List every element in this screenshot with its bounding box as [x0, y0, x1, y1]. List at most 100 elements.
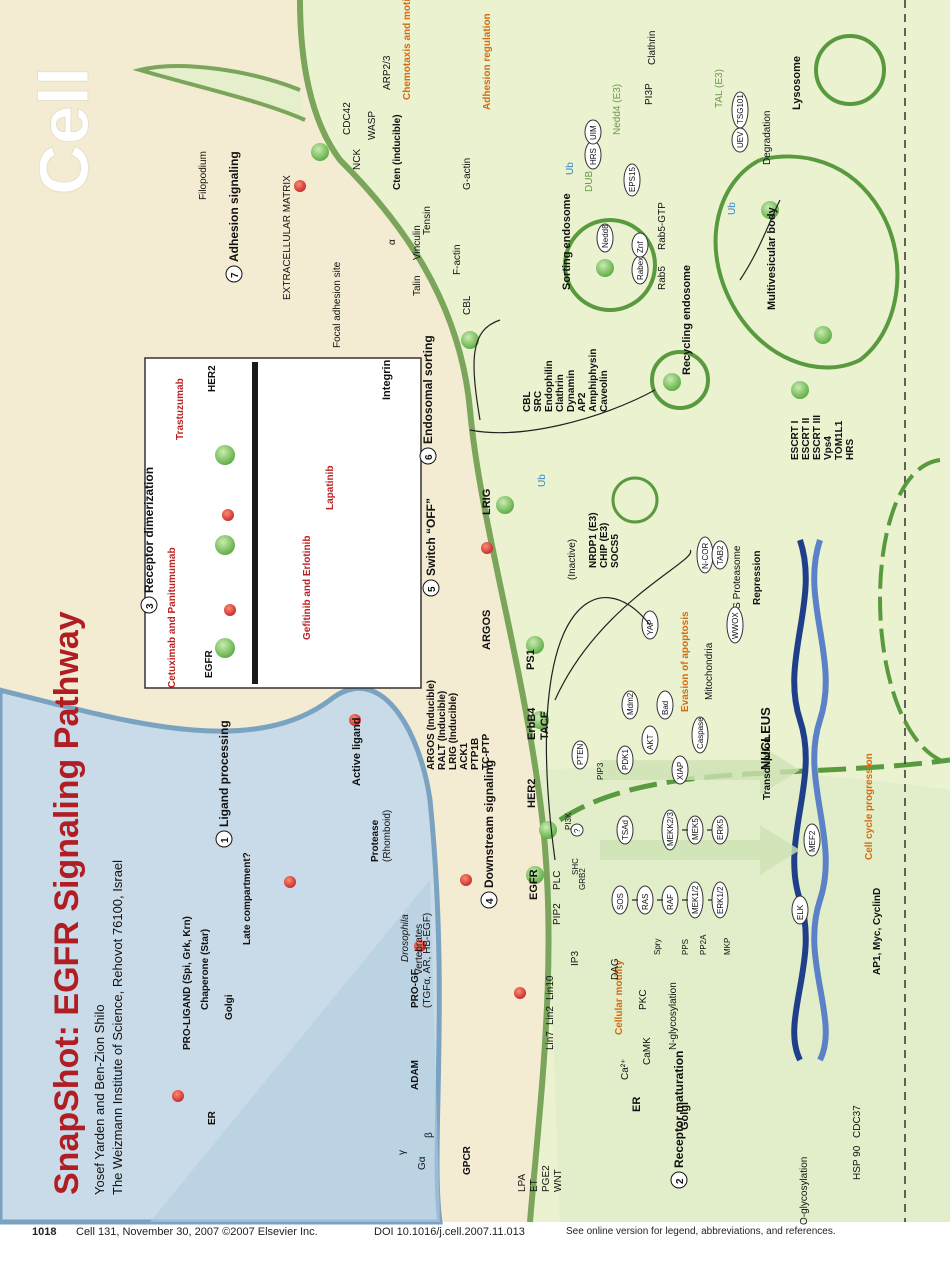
label-mitochondria: Mitochondria [704, 642, 715, 700]
svg-text:1: 1 [220, 837, 231, 843]
svg-text:Caveolin: Caveolin [599, 370, 610, 412]
label-pip2: PIP2 [552, 903, 563, 925]
svg-text:3: 3 [145, 603, 156, 609]
filopodium-shape [132, 64, 306, 122]
label-arp: ARP2/3 [382, 55, 393, 90]
node-tab2: TAB2 [716, 545, 725, 565]
label-vertebrates: Vertebrates [414, 924, 425, 975]
svg-text:5: 5 [427, 586, 438, 592]
dna-strand-b [811, 539, 829, 1062]
pathway-connectors [469, 199, 781, 901]
label-lapatinib: Lapatinib [325, 466, 336, 510]
label-repression: Repression [752, 551, 763, 605]
label-degradation: Degradation [762, 111, 773, 165]
plasma-membrane [297, 0, 552, 1223]
nucleus-envelope-right [878, 458, 941, 762]
journal-logo: Cell [25, 67, 103, 195]
label-inactive: (Inactive) [567, 539, 578, 580]
node-bad: Bad [661, 701, 670, 715]
svg-text:TC-PTP: TC-PTP [481, 734, 492, 770]
label-integrin: Integrin [381, 359, 393, 400]
svg-text:LRIG (Inducible): LRIG (Inducible) [448, 693, 459, 770]
label-gpcr: GPCR [462, 1145, 473, 1175]
pathway-nodes: SOS RAS RAF MEK1/2 ERK1/2 MEKK2/3 MEK5 E… [564, 91, 821, 955]
label-tal: TAL (E3) [714, 69, 725, 108]
label-ap1: AP1, Myc, CyclinD [872, 888, 883, 975]
footer-page-number: 1018 [32, 1226, 57, 1238]
label-egfr: EGFR [528, 869, 540, 900]
label-cbl: CBL [462, 295, 473, 315]
svg-text:PTP1B: PTP1B [470, 738, 481, 770]
label-rab5: Rab5 [657, 266, 668, 290]
label-mvb: Multivesicular body [766, 206, 778, 310]
label-transcription: Transcription [762, 737, 773, 800]
node-mef2: MEF2 [808, 830, 817, 852]
label-nck: NCK [352, 149, 363, 170]
section-switch-off: Switch “OFF” [424, 498, 438, 576]
label-rab5gtp: Rab5-GTP [657, 202, 668, 250]
svg-text:ARGOS (Inducible): ARGOS (Inducible) [426, 680, 437, 770]
label-focal: Focal adhesion site [332, 261, 343, 348]
node-pip3: PIP3 [596, 762, 605, 780]
svg-text:NRDP1 (E3): NRDP1 (E3) [588, 512, 599, 568]
label-tace: TACE [539, 711, 551, 740]
escrt-list: ESCRT I ESCRT II ESCRT III Vps4 TOM1L1 H… [790, 415, 856, 460]
ligand-dots [172, 180, 526, 1102]
label-pro-ligand: PRO-LIGAND (Spi, Grk, Krn) [182, 916, 193, 1050]
affiliation: The Weizmann Institute of Science, Rehov… [110, 860, 125, 1195]
label-gefitinib: Gefitinib and Erlotinib [302, 536, 313, 640]
svg-text:ACK1: ACK1 [459, 742, 470, 770]
label-nucleus: NUCLEUS [758, 707, 773, 770]
label-cell-cycle: Cell cycle progression [864, 753, 875, 860]
svg-text:SRC: SRC [533, 391, 544, 412]
label-cdc42: CDC42 [342, 102, 353, 135]
negative-regulator-list: ARGOS (Inducible) RALT (Inducible) LRIG … [426, 680, 492, 770]
label-cdc37: CDC37 [852, 1105, 863, 1138]
small-endosome-shape [611, 476, 659, 524]
node-pi3k: PI3K [564, 812, 573, 830]
label-evasion: Evasion of apoptosis [680, 611, 691, 712]
label-chaperone: Chaperone (Star) [200, 929, 211, 1010]
label-gpcr-ligand-3: PGE2 [541, 1165, 552, 1192]
node-pp2a: PP2A [699, 934, 708, 955]
node-pps: PPS [681, 939, 690, 955]
node-mkp: MKP [723, 938, 732, 955]
label-proteasome: 26S Proteasome [732, 545, 743, 620]
svg-text:ESCRT I: ESCRT I [790, 420, 801, 460]
label-lrig: LRIG [481, 489, 493, 515]
label-talin: Talin [412, 275, 423, 296]
svg-text:TOM1L1: TOM1L1 [834, 420, 845, 460]
label-filopodium: Filopodium [198, 151, 209, 200]
label-pro-gf: PRO-GF [410, 969, 421, 1008]
label-ecm: EXTRACELLULAR MATRIX [282, 175, 293, 300]
footer-note: See online version for legend, abbreviat… [566, 1226, 836, 1237]
section-endosomal-sorting: Endosomal sorting [421, 335, 435, 444]
label-n-glyco: N-glycosylation [668, 982, 679, 1050]
node-rabex: Rabex [636, 257, 645, 280]
node-mekk23: MEKK2/3 [666, 812, 675, 846]
label-tensin: Tensin [422, 206, 433, 235]
label-gpcr-ligand-4: WNT [553, 1169, 564, 1192]
node-ras: RAS [641, 894, 650, 910]
label-her2: HER2 [526, 779, 538, 808]
label-egfr-panel: EGFR [204, 649, 215, 678]
nuclear-envelope [558, 757, 950, 823]
label-lin7: Lin7 [545, 1031, 556, 1050]
footer-citation: Cell 131, November 30, 2007 ©2007 Elsevi… [76, 1226, 318, 1238]
label-drosophila: Drosophila [400, 914, 411, 962]
label-trastuzumab: Trastuzumab [175, 378, 186, 440]
title-main: EGFR Signaling Pathway [48, 611, 86, 1015]
footer: 1018 Cell 131, November 30, 2007 ©2007 E… [0, 1222, 950, 1246]
label-pkc: PKC [638, 989, 649, 1010]
label-adhesion-reg: Adhesion regulation [482, 13, 493, 110]
diagram-labels: PRO-LIGAND (Spi, Grk, Krn) Chaperone (St… [167, 0, 883, 1225]
label-ub-2: Ub [727, 202, 738, 215]
label-sorting: Sorting endosome [561, 193, 573, 290]
label-wasp: WASP [367, 111, 378, 140]
label-er-lower: ER [631, 1097, 643, 1112]
svg-text:Endophilin: Endophilin [544, 360, 555, 412]
node-caspase: Caspase [696, 717, 705, 749]
node-pten: PTEN [576, 743, 585, 765]
